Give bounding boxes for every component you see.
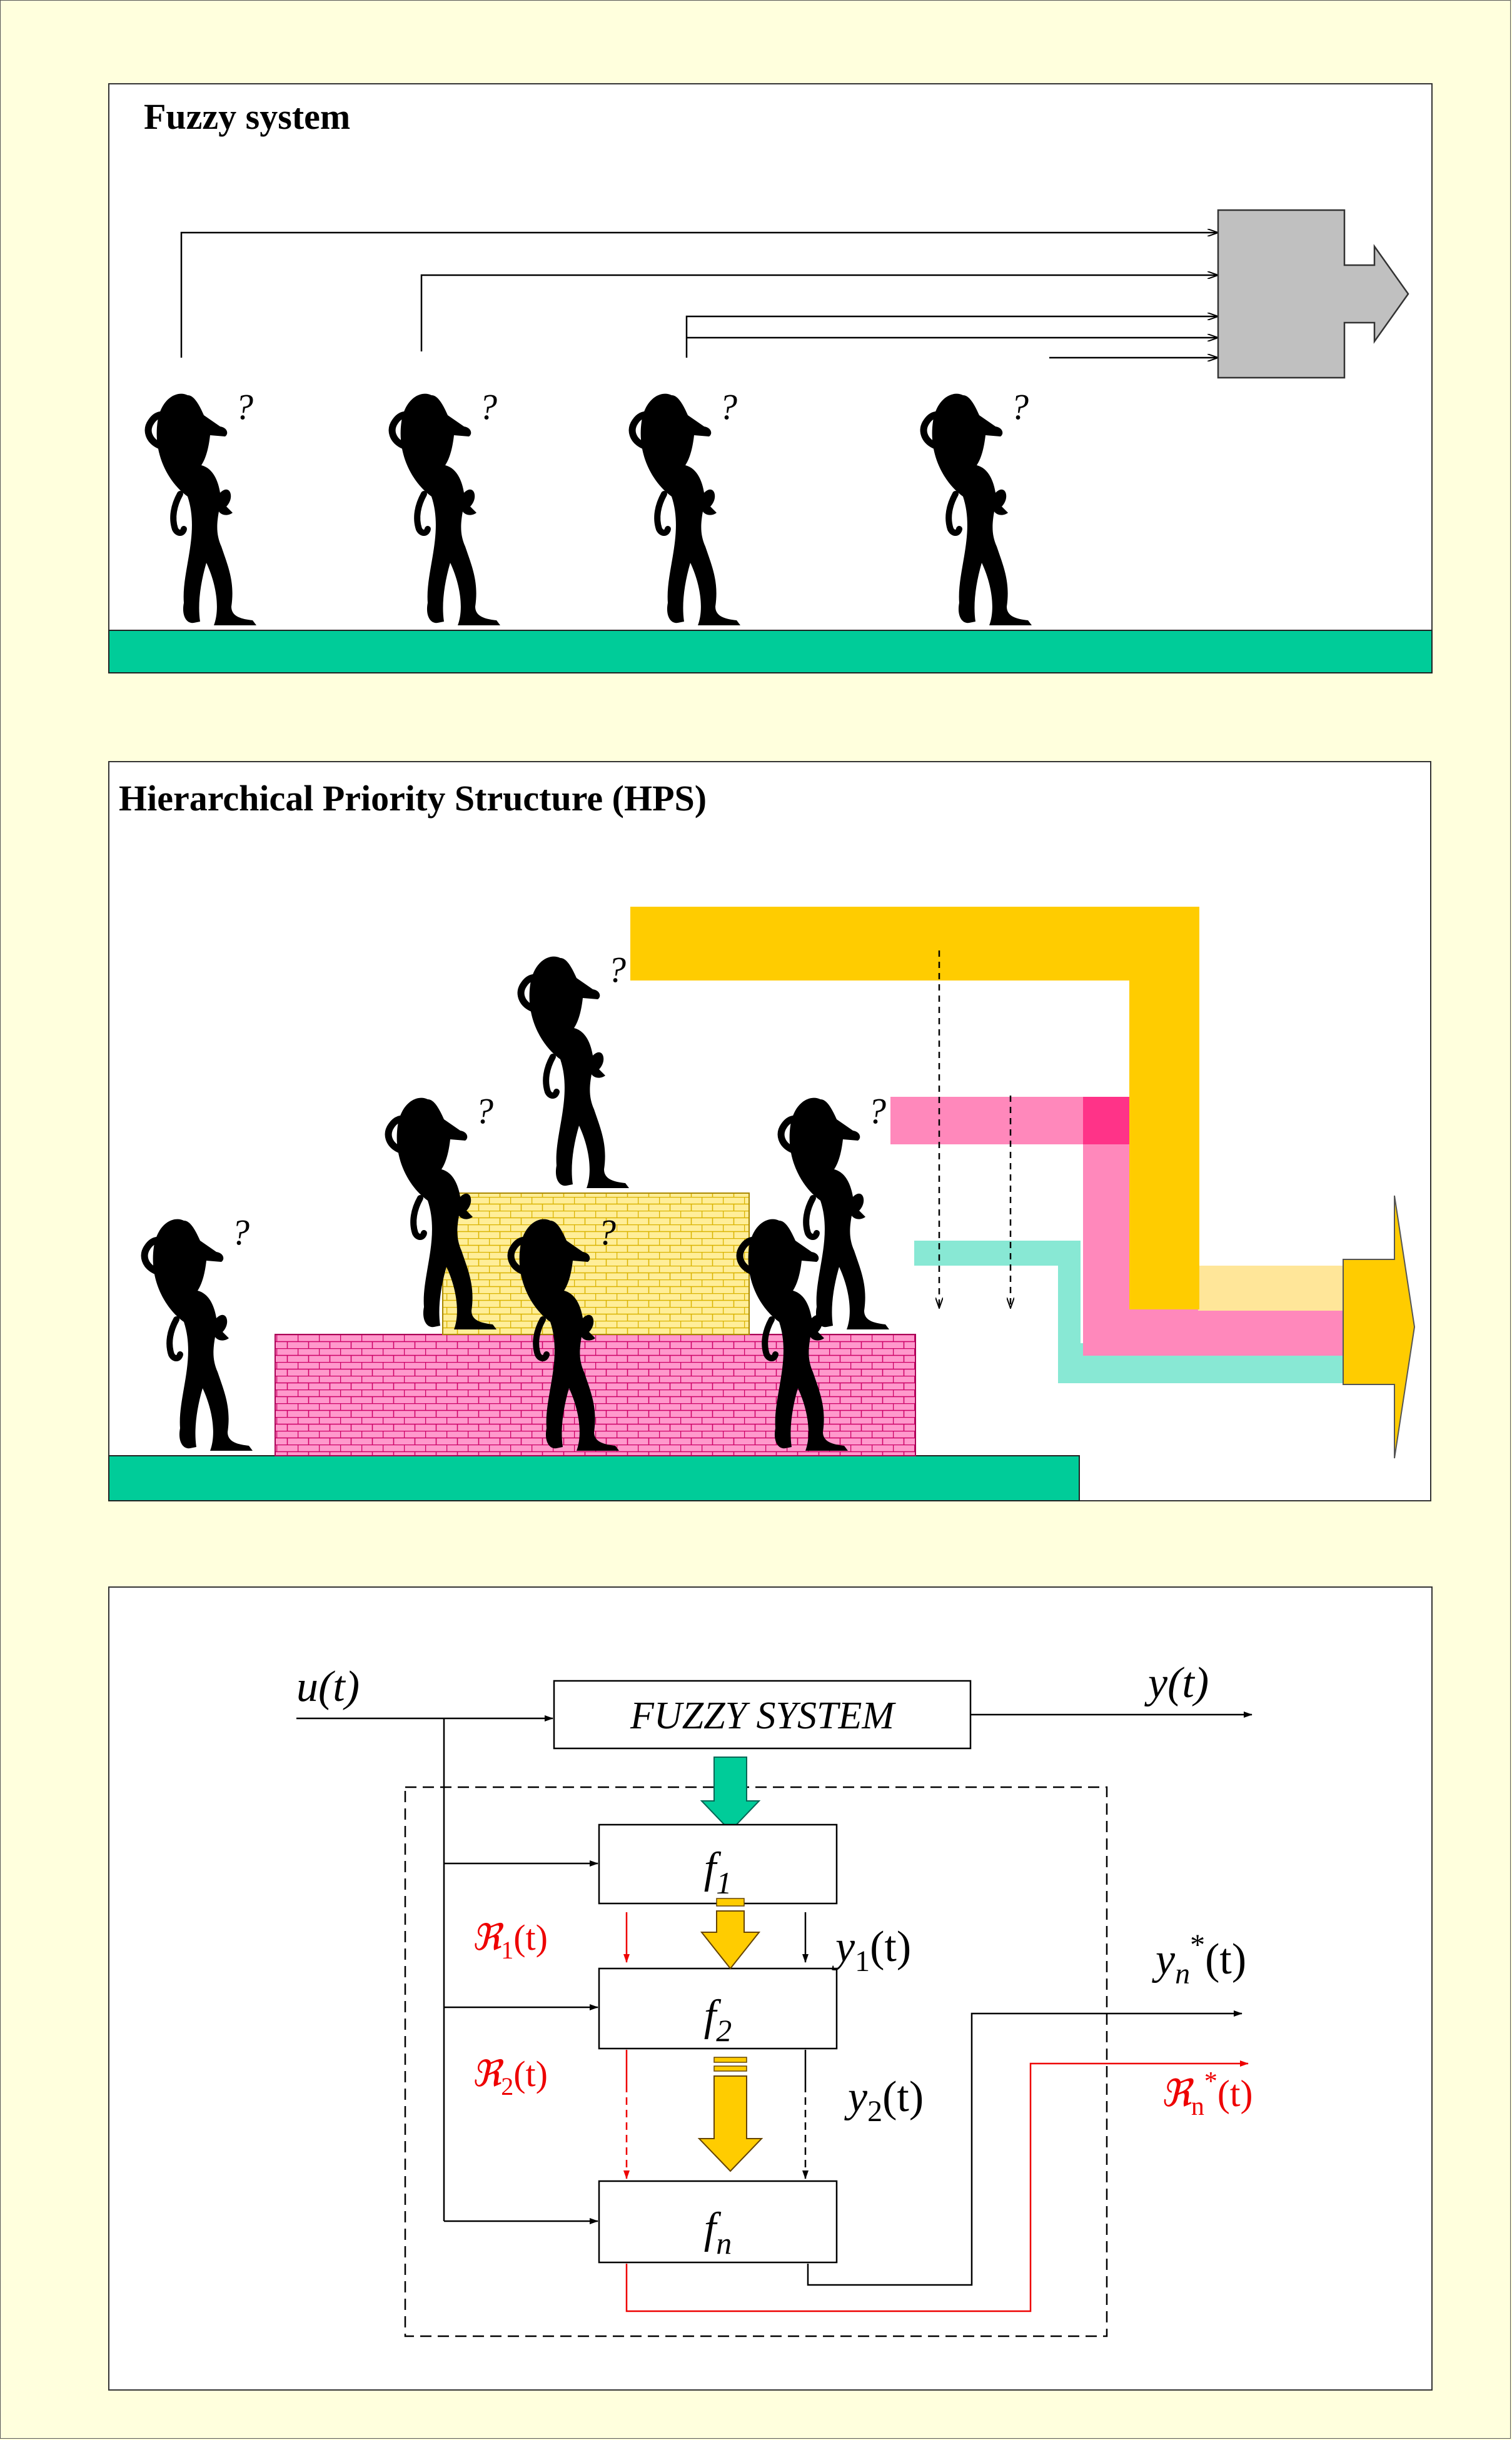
channel-overlap xyxy=(1083,1097,1129,1144)
yellow-arrow-1 xyxy=(700,1898,761,1970)
fuzzy-system-block xyxy=(553,1680,972,1750)
yellow-arrow-2 xyxy=(697,2057,764,2172)
ground-bar xyxy=(108,630,1433,673)
yellow-channel xyxy=(630,907,1199,1309)
fuzzy-panel-title: Fuzzy system xyxy=(144,96,350,137)
rn-star-output xyxy=(625,2060,1249,2312)
block-diagram-panel: FUZZY SYSTEM f1 f2 fn xyxy=(108,1586,1433,2391)
green-down-arrow xyxy=(700,1757,761,1832)
yellow-overlap xyxy=(1198,1266,1343,1311)
priority-channels xyxy=(630,907,1416,1459)
fuzzy-panel-frame xyxy=(108,83,1433,673)
hps-panel-title: Hierarchical Priority Structure (HPS) xyxy=(119,778,707,819)
input-arrows xyxy=(180,233,1218,358)
dashed-hps-boundary xyxy=(404,1786,1108,2337)
f1-block xyxy=(598,1823,838,1905)
y1-label: y1(t) xyxy=(832,1923,911,1978)
pink-channel xyxy=(890,1097,1343,1356)
yn-star-output xyxy=(807,2010,1242,2286)
r1-label: ℜ1(t) xyxy=(471,1917,548,1964)
rn-star-label: ℜn*(t) xyxy=(1161,2067,1252,2121)
f2-block xyxy=(598,1967,838,2050)
ground-bar xyxy=(108,1455,1080,1501)
yn-star-label: yn*(t) xyxy=(1152,1928,1246,1990)
y2-label: y2(t) xyxy=(844,2073,924,2128)
fuzzy-output-block xyxy=(1217,209,1409,379)
input-label: u(t) xyxy=(296,1663,360,1711)
hps-output-arrow xyxy=(1343,1195,1416,1459)
fuzzy-system-panel: Fuzzy system xyxy=(108,83,1433,673)
output-label: y(t) xyxy=(1144,1659,1209,1707)
r2-label: ℜ2(t) xyxy=(471,2054,548,2100)
yellow-brick-step xyxy=(442,1192,750,1335)
fuzzy-system-label: FUZZY SYSTEM xyxy=(630,1695,896,1737)
fn-block xyxy=(598,2180,838,2264)
hps-panel: Hierarchical Priority Structure (HPS) xyxy=(108,761,1431,1501)
